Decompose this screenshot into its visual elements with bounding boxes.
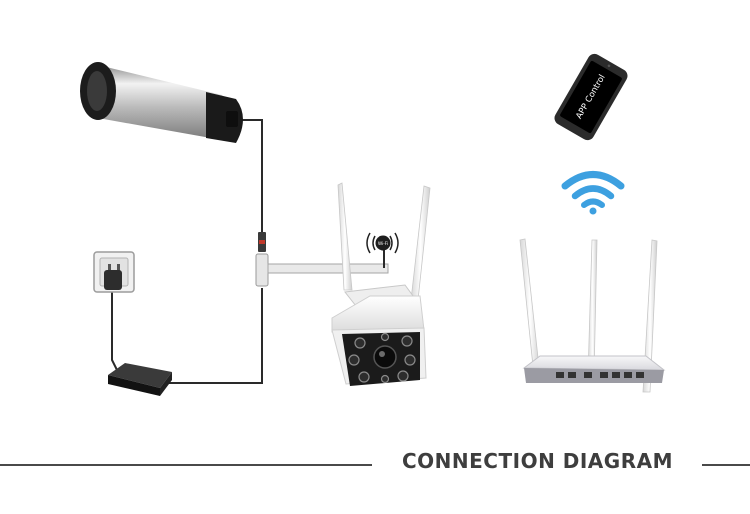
- camera-antenna-right: [411, 186, 430, 300]
- camera-antenna-left: [338, 183, 352, 290]
- footer-divider-left: [0, 464, 372, 466]
- router-antenna-1: [520, 239, 540, 376]
- wall-socket: [94, 252, 134, 292]
- camera-lens: [374, 346, 396, 368]
- power-cables: [112, 120, 262, 383]
- wifi-badge-label: Wi-Fi: [378, 241, 388, 246]
- adapter-cable: [165, 288, 262, 383]
- smartphone: APP Control: [552, 51, 630, 142]
- wifi-signal-icon: [565, 175, 621, 215]
- camera-cable: [268, 264, 388, 273]
- camera-wifi-badge: Wi-Fi: [367, 233, 398, 253]
- cable-connector: [256, 232, 388, 286]
- wifi-router: [520, 239, 664, 392]
- power-plug: [104, 270, 122, 290]
- footer-divider-right: [702, 464, 750, 466]
- cylinder-power-device: [80, 62, 243, 143]
- footer-title: CONNECTION DIAGRAM: [380, 449, 695, 473]
- power-adapter: [108, 363, 172, 396]
- wifi-camera: [332, 183, 430, 386]
- plug-cable: [112, 292, 118, 372]
